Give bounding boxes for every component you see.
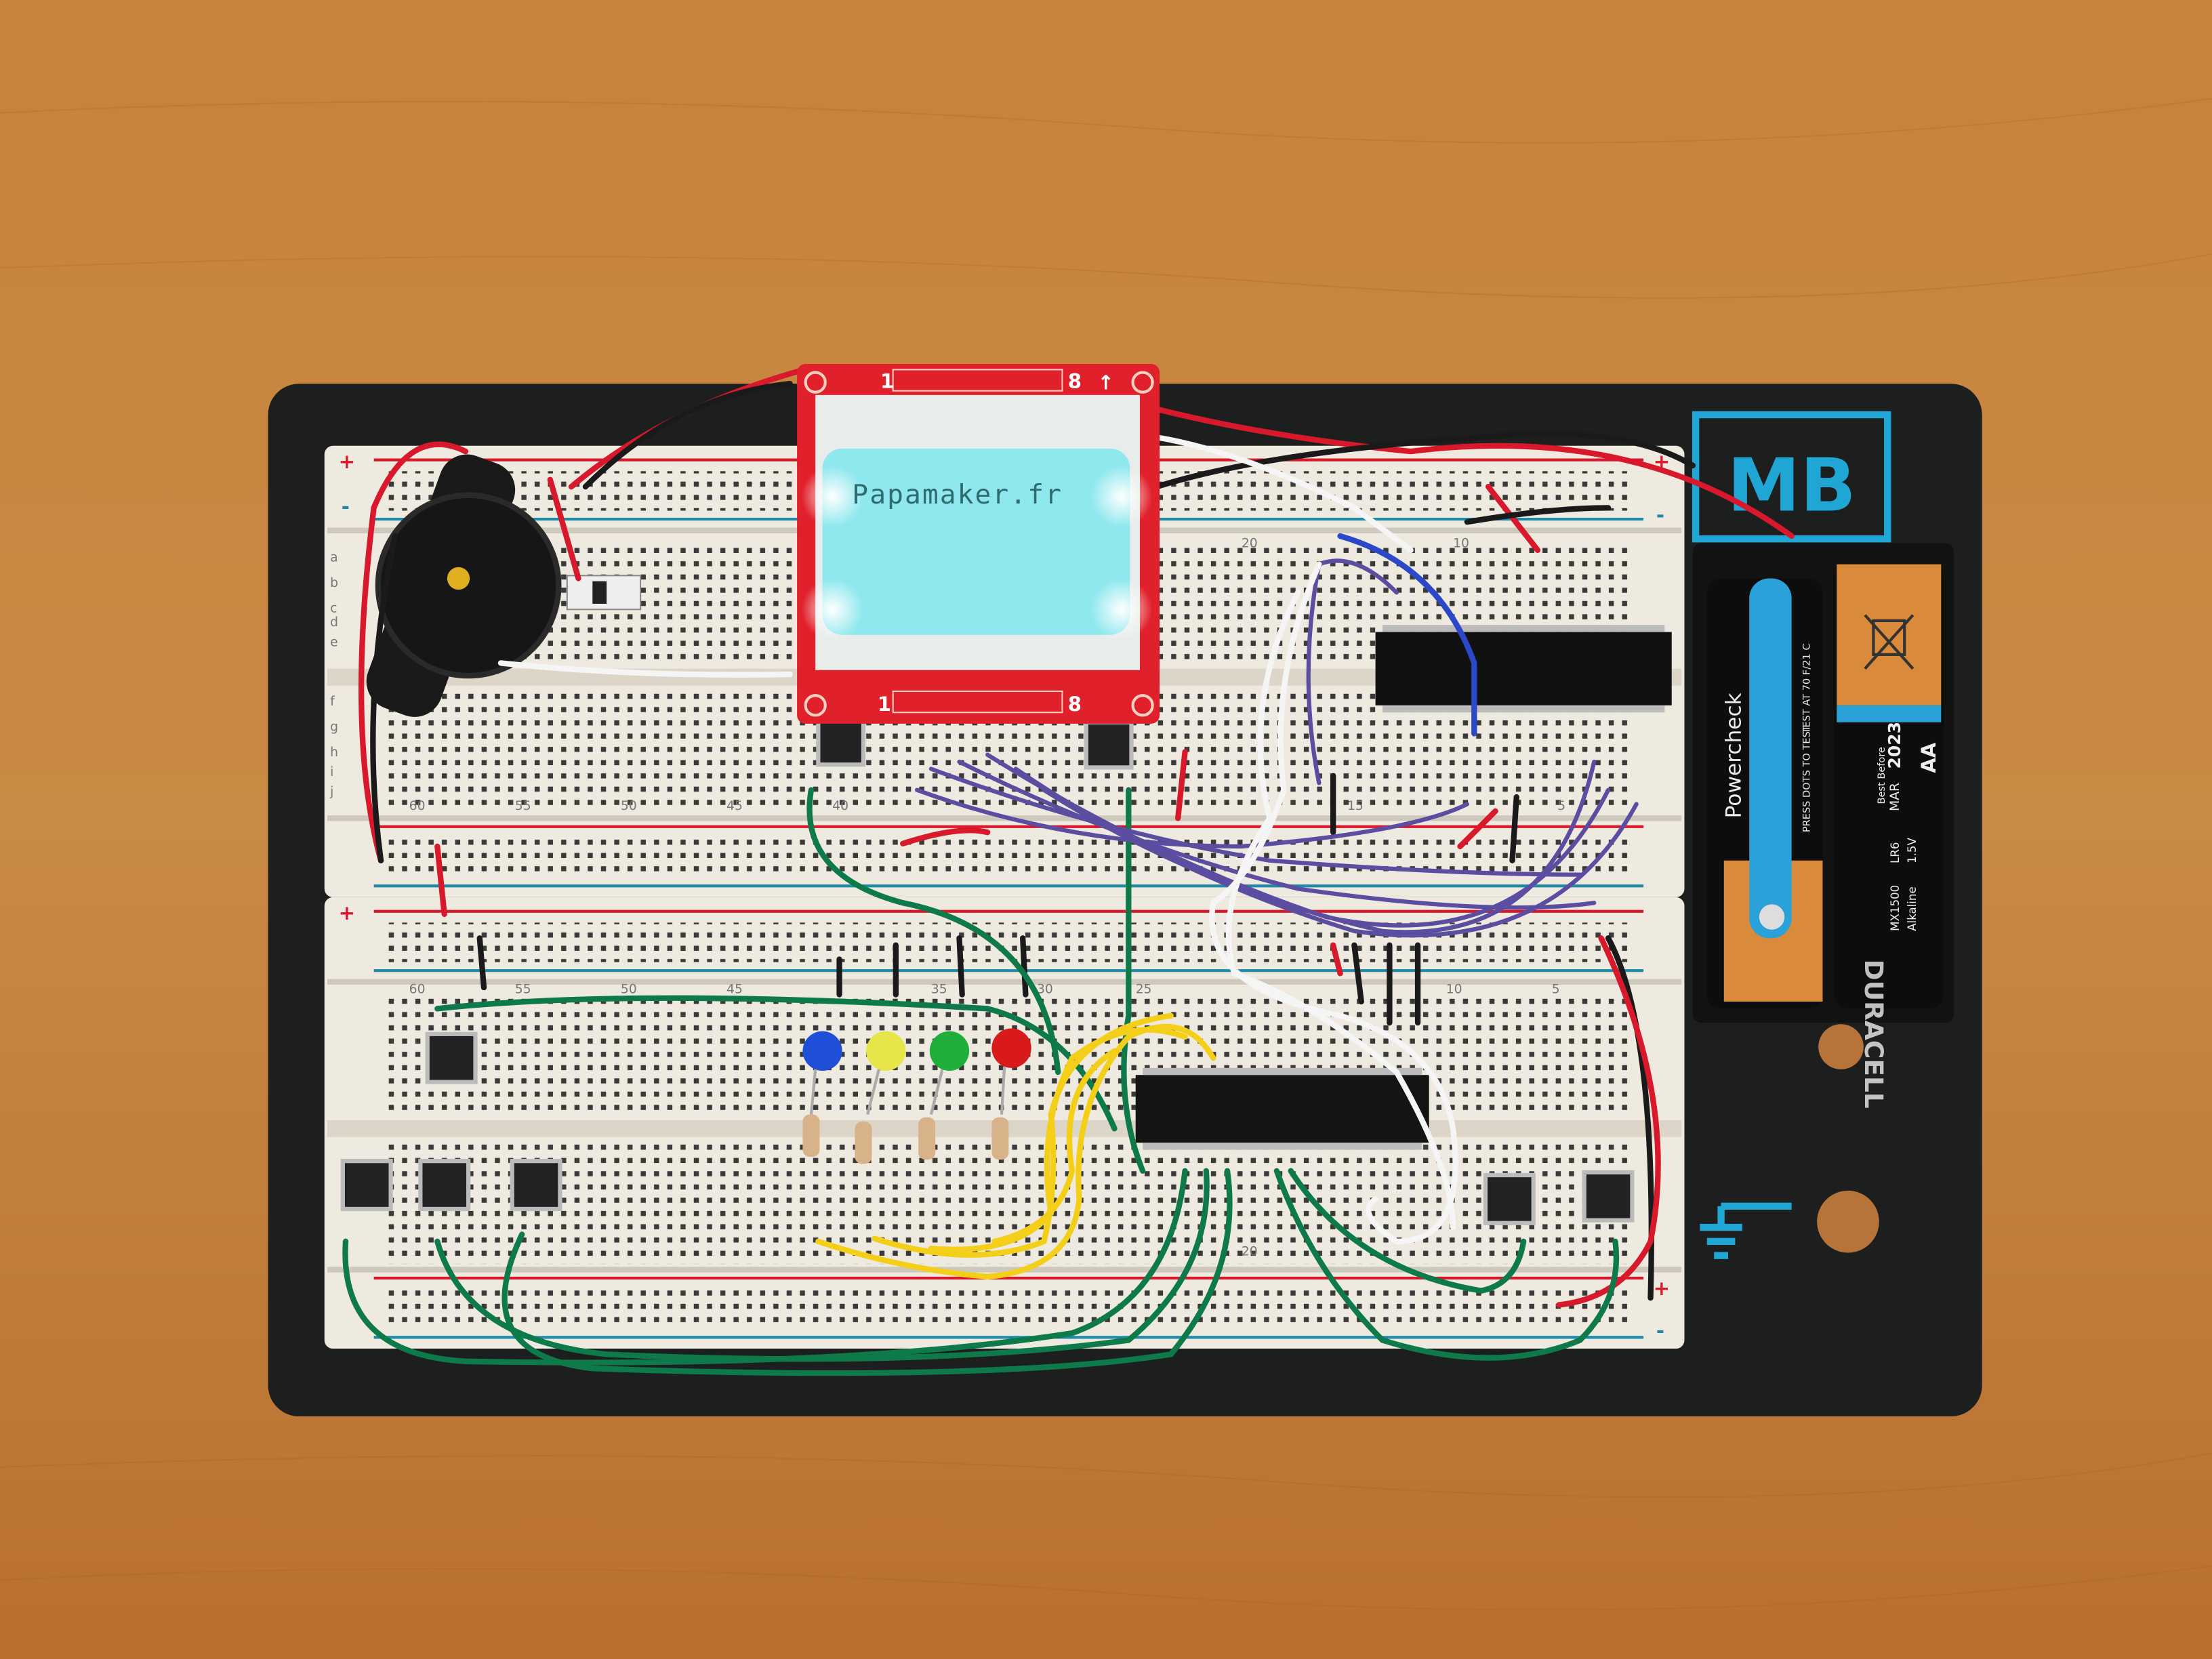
row-letter: h	[330, 745, 338, 760]
pin-label-1: 1	[878, 693, 891, 716]
wires	[342, 367, 1795, 1376]
led-red	[991, 1028, 1031, 1115]
push-button[interactable]	[1582, 1170, 1635, 1223]
column-numbers: 60 55 50 45 40 20 15 10 5 60 55 50 45 35…	[409, 537, 1565, 1259]
battery-instructions: PRESS DOTS TO TEST	[1801, 725, 1813, 832]
row-letter: e	[330, 635, 338, 649]
column-number: 20	[1242, 537, 1258, 551]
column-number: 40	[832, 799, 848, 813]
push-button[interactable]	[1483, 1172, 1536, 1225]
column-number: 55	[515, 982, 531, 996]
column-number: 15	[1347, 799, 1364, 813]
battery-brand-label: Powercheck	[1722, 693, 1746, 818]
column-number: 10	[1446, 982, 1462, 996]
battery-voltage: 1.5V	[1906, 837, 1919, 863]
rail-plus-label: +	[1654, 1277, 1670, 1300]
battery-type: LR6	[1889, 842, 1902, 863]
battery-model: MX1500	[1889, 885, 1902, 931]
row-letter: j	[329, 785, 333, 799]
column-number: 20	[1242, 1245, 1258, 1259]
piezo-buzzer	[366, 454, 562, 717]
row-letter: f	[330, 695, 335, 709]
column-number: 25	[1136, 982, 1152, 996]
column-number: 30	[1037, 982, 1053, 996]
logo-text: MB	[1727, 443, 1856, 529]
push-button[interactable]	[340, 1159, 393, 1212]
mount-hole	[1818, 1024, 1864, 1069]
arrow-up-icon: ↑	[1098, 371, 1114, 394]
lcd-module: 1 8 ↑ 1 8 Papamaker.fr	[797, 364, 1160, 724]
slide-switch[interactable]	[566, 575, 642, 611]
column-number: 5	[1552, 982, 1560, 996]
battery-test-temp: TEST AT 70 F/21 C	[1801, 643, 1813, 734]
ground-symbol-icon	[1700, 1202, 1792, 1259]
resistors	[802, 1114, 1009, 1164]
row-letter: d	[330, 615, 338, 630]
battery-right: AA Best Before MAR 2023 1.5V LR6 Alkalin…	[1834, 564, 1944, 1109]
battery-date-month: MAR	[1888, 783, 1902, 811]
column-number: 5	[1557, 799, 1565, 813]
rail-plus-label: +	[339, 450, 355, 473]
recycle-bin-crossed-icon	[1864, 614, 1914, 670]
battery-left: Powercheck PRESS DOTS TO TEST TEST AT 70…	[1706, 578, 1823, 1009]
led-blue	[802, 1031, 842, 1115]
column-number: 45	[726, 982, 743, 996]
column-number: 60	[409, 799, 426, 813]
rail-minus-label: -	[342, 495, 350, 518]
lcd-text: Papamaker.fr	[852, 479, 1063, 510]
push-button[interactable]	[816, 717, 866, 767]
column-number: 50	[621, 982, 637, 996]
battery-chemistry: Alkaline	[1906, 886, 1919, 931]
push-button[interactable]	[510, 1159, 562, 1212]
row-letters: a b c d e f g h i j	[329, 550, 338, 799]
battery-best-before-label: Best Before	[1876, 747, 1887, 804]
pin-label-8: 8	[1068, 369, 1082, 392]
row-letter: a	[330, 550, 337, 565]
battery-brand: DURACELL	[1859, 960, 1889, 1109]
rail-minus-label: -	[1656, 1319, 1664, 1342]
column-number: 45	[726, 799, 743, 813]
led-green	[929, 1031, 970, 1115]
column-number: 55	[515, 799, 531, 813]
row-letter: i	[330, 765, 333, 779]
push-button[interactable]	[418, 1159, 471, 1212]
column-number: 60	[409, 982, 426, 996]
rail-plus-label: +	[339, 901, 355, 924]
led-yellow	[866, 1031, 906, 1115]
row-letter: g	[330, 720, 338, 734]
rail-minus-label: -	[1656, 504, 1664, 527]
battery-holder: Powercheck PRESS DOTS TO TEST TEST AT 70…	[1692, 543, 1954, 1109]
row-letter: b	[330, 576, 338, 590]
push-button[interactable]	[425, 1031, 478, 1084]
pin-label-1: 1	[880, 369, 894, 392]
push-button[interactable]	[1084, 720, 1134, 770]
push-buttons[interactable]	[340, 717, 1635, 1225]
row-letter: c	[330, 601, 337, 615]
battery-size: AA	[1917, 742, 1940, 773]
column-number: 50	[621, 799, 637, 813]
ic-chip-top	[1375, 625, 1672, 713]
battery-date-year: 2023	[1885, 722, 1904, 769]
ic-chip-bottom	[1135, 1067, 1429, 1150]
pin-label-8: 8	[1068, 693, 1082, 716]
mount-hole	[1817, 1190, 1879, 1253]
column-number: 35	[931, 982, 947, 996]
column-number: 10	[1453, 537, 1469, 551]
wood-grain	[0, 98, 2212, 1611]
